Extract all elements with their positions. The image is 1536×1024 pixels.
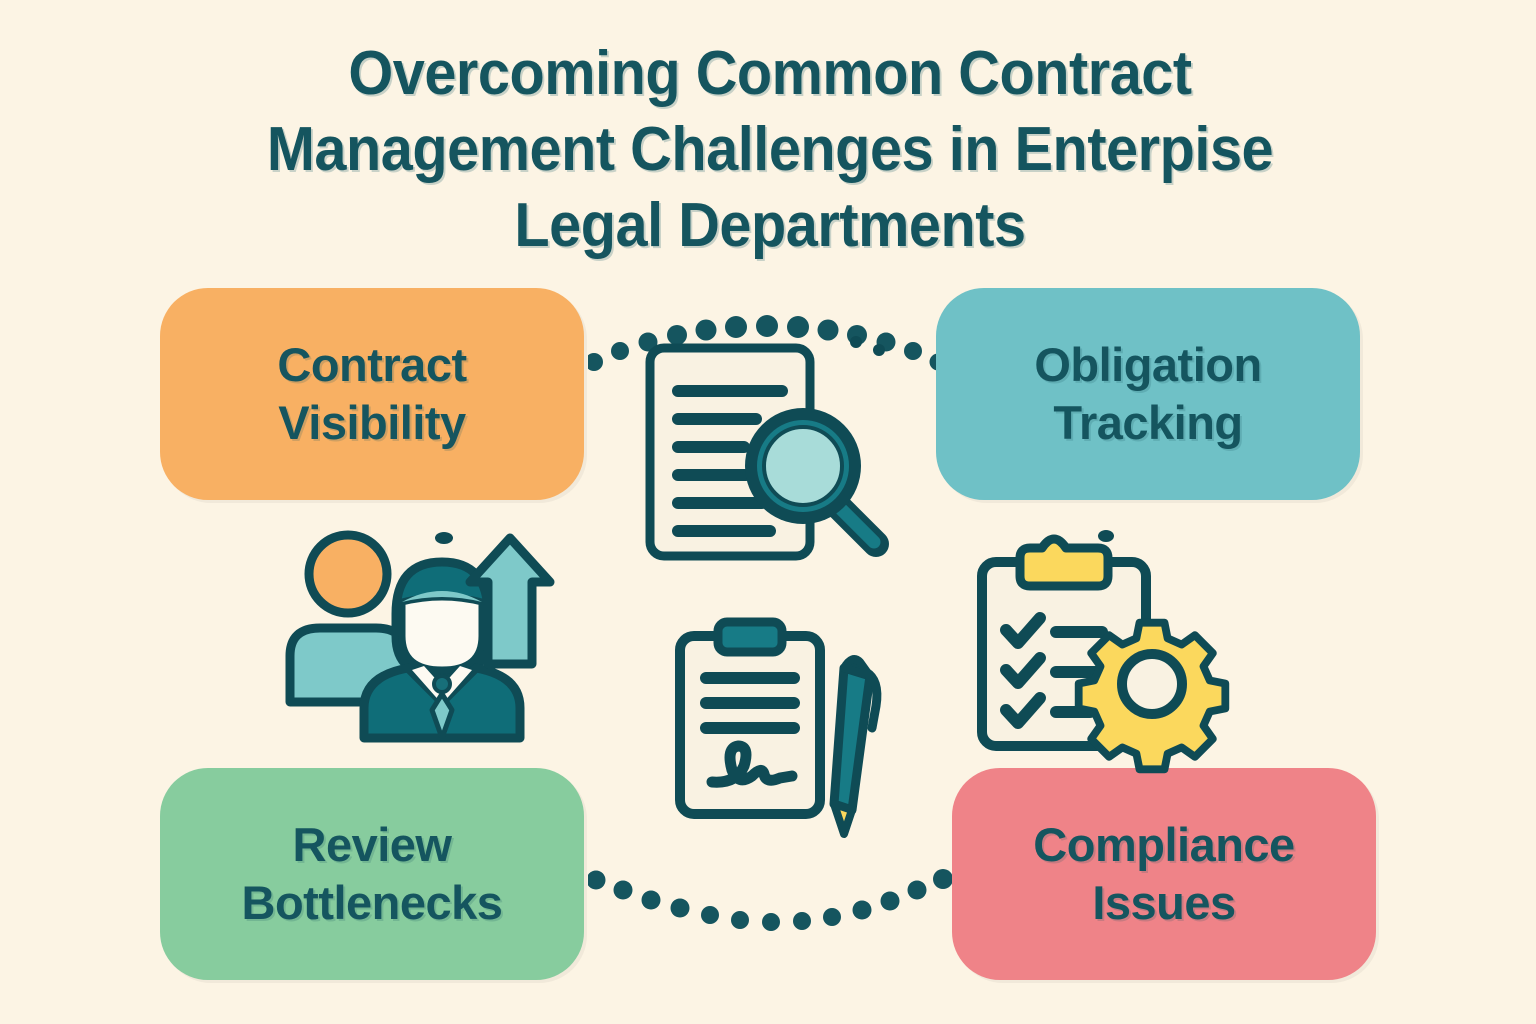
page-title-line-2: Management Challenges in Enterpise	[266, 115, 1274, 184]
page-title: Overcoming Common Contract Management Ch…	[212, 36, 1328, 264]
card-label-line-2: Bottlenecks	[241, 876, 503, 929]
clipboard-pen-icon	[675, 617, 882, 838]
dotted-arc-bottom	[588, 869, 953, 931]
card-contract-visibility[interactable]: Contract Visibility	[160, 288, 584, 500]
card-contract-visibility-label: Contract Visibility	[277, 336, 467, 452]
card-compliance-issues-label: Compliance Issues	[1033, 816, 1295, 932]
page-title-line-1: Overcoming Common Contract	[348, 39, 1192, 108]
card-review-bottlenecks-label: Review Bottlenecks	[242, 816, 503, 932]
card-obligation-tracking[interactable]: Obligation Tracking	[936, 288, 1360, 500]
card-label-line-1: Review	[292, 818, 452, 871]
dotted-arc-top	[588, 315, 947, 371]
page-title-line-3: Legal Departments	[514, 191, 1026, 260]
document-magnifier-icon	[645, 336, 889, 561]
card-label-line-2: Tracking	[1053, 396, 1243, 449]
card-label-line-2: Issues	[1092, 876, 1236, 929]
card-label-line-1: Contract	[277, 338, 467, 391]
card-obligation-tracking-label: Obligation Tracking	[1034, 336, 1262, 452]
checklist-gear-icon	[977, 530, 1230, 774]
card-compliance-issues[interactable]: Compliance Issues	[952, 768, 1376, 980]
team-growth-arrow-icon	[285, 530, 555, 743]
card-label-line-1: Compliance	[1033, 818, 1295, 871]
card-review-bottlenecks[interactable]: Review Bottlenecks	[160, 768, 584, 980]
card-label-line-1: Obligation	[1034, 338, 1262, 391]
card-label-line-2: Visibility	[278, 396, 466, 449]
